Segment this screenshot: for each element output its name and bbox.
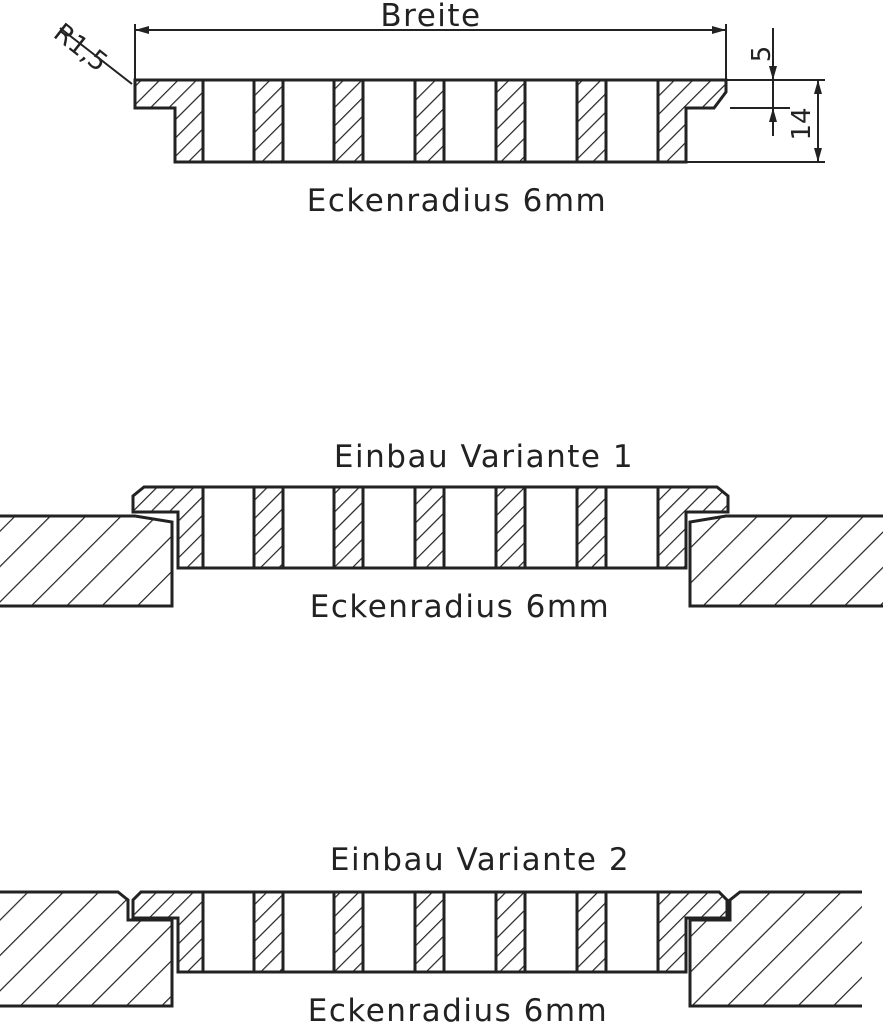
- radius-leader: [59, 27, 133, 85]
- dim-top-label: 5: [747, 46, 777, 63]
- variant-1-right-frame: [688, 514, 883, 608]
- variant-2-right-frame: [688, 890, 862, 1008]
- width-dimension: [134, 24, 727, 80]
- variant-1-left-frame: [0, 514, 174, 608]
- variant-2-left-frame: [0, 890, 174, 1008]
- variant-1: Einbau Variante 1 Eckenr: [0, 439, 883, 625]
- radius-label: R1,5: [48, 18, 113, 78]
- profile-top: Breite R1,5 5 14: [48, 0, 825, 219]
- top-caption: Eckenradius 6mm: [307, 183, 608, 219]
- dim-total-label: 14: [787, 107, 817, 140]
- variant-2-grating: [131, 890, 729, 974]
- variant-2: Einbau Variante 2 Eckenr: [0, 842, 862, 1024]
- variant-2-caption: Eckenradius 6mm: [308, 993, 609, 1024]
- variant-1-caption: Eckenradius 6mm: [310, 589, 611, 625]
- grating-profile: [133, 78, 728, 164]
- variant-2-title: Einbau Variante 2: [330, 842, 630, 878]
- width-label: Breite: [380, 0, 481, 34]
- variant-1-title: Einbau Variante 1: [334, 439, 634, 475]
- variant-1-grating: [131, 485, 730, 570]
- height-dimensions: [686, 28, 825, 163]
